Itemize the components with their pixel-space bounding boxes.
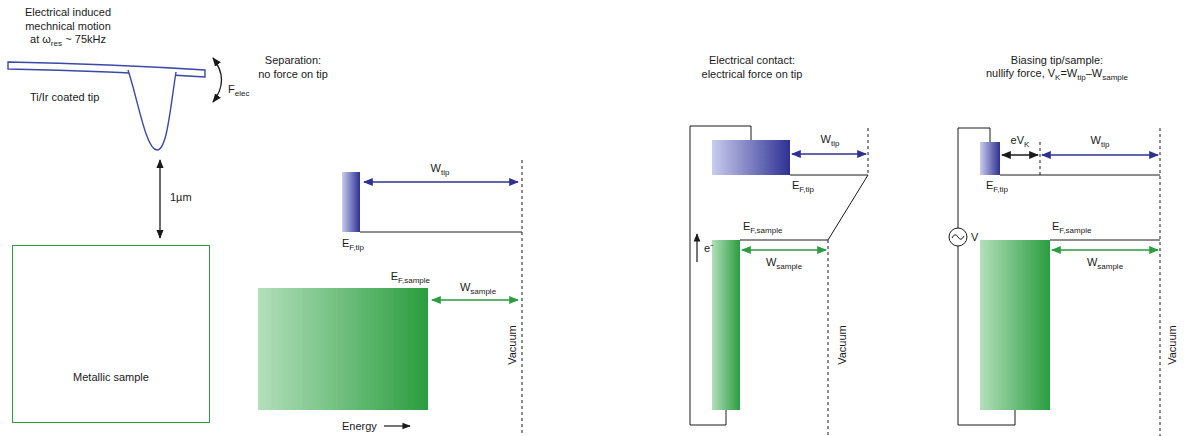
label-text: no force on tip [258,68,328,80]
label-text: E [743,220,750,232]
contact-panel [690,126,868,436]
node-text: Metallic sample [73,371,149,384]
text-label: e⁻ [704,242,714,255]
text-label: Wsample [766,256,802,270]
label-text: Energy [342,420,377,432]
label-text: Vacuum [836,325,848,365]
label-text: at ω [30,33,51,45]
label-text: E [792,179,799,191]
label-text: W [821,133,831,145]
label-text: electrical force on tip [702,68,803,80]
label-text: E [342,237,349,249]
subscript: tip [1101,140,1109,149]
text-label: nullify force, VK=Wtip–Wsample [986,67,1128,81]
text-label: Electrical contact: [709,54,795,67]
text-label: mechnical motion [25,20,111,33]
label-text: E [986,179,993,191]
label-text: eV [1011,134,1024,146]
text-label: Vacuum [506,325,519,365]
subscript: elec [235,89,250,98]
text-label: Wsample [460,281,496,295]
label-text: –W [1086,67,1103,79]
cantilever [8,62,205,150]
label-text: ~ 75kHz [65,33,106,45]
text-label: eVK [1011,134,1030,148]
subscript: K [1055,73,1060,82]
text-label: Felec [228,83,249,97]
label-text: 1µm [170,191,192,203]
text-label: EF,sample [1052,220,1091,234]
subscript: sample [776,262,802,271]
text-label: Energy [342,420,377,433]
subscript: tip [1077,73,1085,82]
text-label: EF,tip [792,179,814,193]
label-text: Separation: [265,54,321,66]
text-label: EF,tip [342,237,364,251]
subscript: F,sample [750,226,782,235]
text-label: Electrical induced [25,6,111,19]
text-label: electrical force on tip [702,68,803,81]
label-text: Ti/Ir coated tip [30,91,99,103]
label-text: W [1087,256,1097,268]
text-label: 1µm [170,191,192,204]
text-label: Vacuum [1166,325,1179,365]
subscript: F,sample [1059,226,1091,235]
text-label: EF,sample [743,220,782,234]
text-label: EF,tip [986,179,1008,193]
label-text: E [1052,220,1059,232]
force-arrow [213,58,222,102]
subscript: K [1024,140,1029,149]
label-text: Electrical induced [25,6,111,18]
subscript: res [51,39,62,48]
text-label: Wtip [431,162,450,176]
subscript: tip [831,139,839,148]
subscript: sample [1097,262,1123,271]
text-label: Wtip [1091,134,1110,148]
text-label: no force on tip [258,68,328,81]
label-text: nullify force, V [986,67,1055,79]
label-text: F [228,83,235,95]
text-label: Wsample [1087,256,1123,270]
label-text: W [460,281,470,293]
label-text: E [391,270,398,282]
label-text: W [766,256,776,268]
sample-box: Metallic sample [12,245,210,423]
text-label: Biasing tip/sample: [1011,54,1103,67]
text-label: Wtip [821,133,840,147]
label-text: Vacuum [1166,325,1178,365]
label-text: e⁻ [704,242,714,254]
label-text: Biasing tip/sample: [1011,54,1103,66]
subscript: F,sample [398,276,430,285]
subscript: F,tip [349,243,364,252]
subscript: F,tip [799,185,814,194]
text-label: at ωres~ 75kHz [30,33,106,47]
distance-arrow [159,160,160,238]
label-text: V [971,231,978,243]
label-text: W [1091,134,1101,146]
label-text: Electrical contact: [709,54,795,66]
subscript: F,tip [993,185,1008,194]
label-text: W [431,162,441,174]
label-text: Vacuum [506,325,518,365]
subscript: sample [470,287,496,296]
text-label: Vacuum [836,325,849,365]
subscript: tip [441,168,449,177]
subscript: sample [1102,73,1128,82]
bias-panel [949,128,1160,436]
label-text: mechnical motion [25,20,111,32]
text-label: Ti/Ir coated tip [30,91,99,104]
text-label: Separation: [265,54,321,67]
text-label: V [971,231,978,244]
text-label: EF,sample [391,270,430,284]
separation-panel [258,160,522,436]
label-text: =W [1060,67,1077,79]
